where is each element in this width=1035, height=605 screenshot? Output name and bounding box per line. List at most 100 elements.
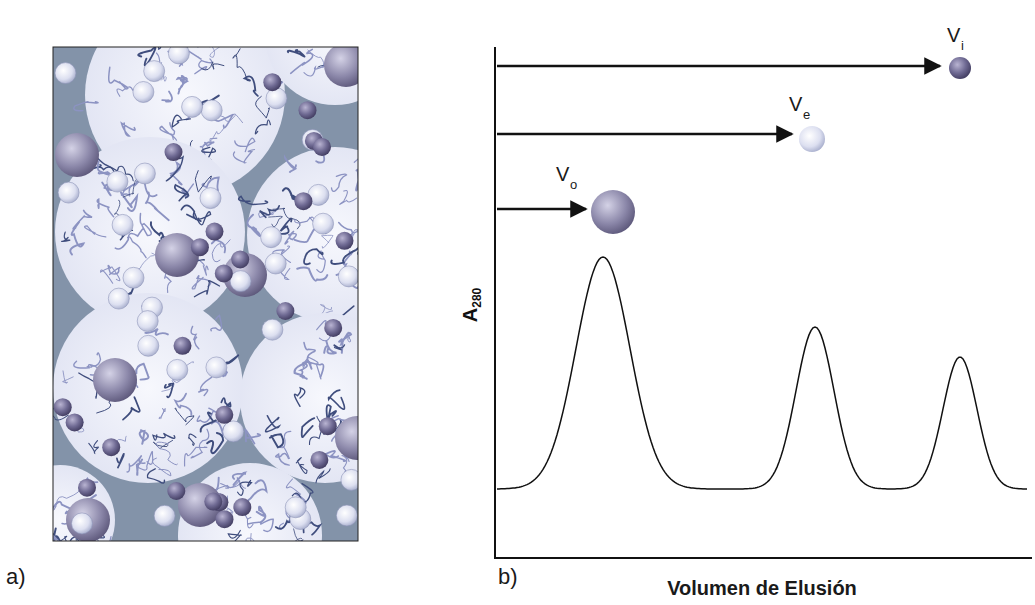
medium-molecule bbox=[167, 359, 188, 380]
bead-texture bbox=[295, 217, 315, 223]
volume-subscript: e bbox=[803, 108, 810, 121]
bead-texture bbox=[233, 49, 248, 80]
bead-texture bbox=[304, 249, 323, 264]
bead-texture bbox=[304, 343, 315, 364]
bead-texture bbox=[108, 265, 119, 274]
bead-texture bbox=[117, 454, 124, 468]
small-molecule bbox=[167, 482, 185, 500]
medium-molecule bbox=[341, 469, 358, 490]
small-molecule bbox=[294, 192, 312, 210]
bead-texture bbox=[146, 192, 169, 220]
large-molecule bbox=[155, 233, 199, 277]
bead-texture bbox=[98, 161, 111, 175]
large-molecule bbox=[55, 133, 99, 177]
volume-symbol: V bbox=[556, 164, 569, 184]
medium-molecule bbox=[72, 513, 93, 534]
medium-molecule bbox=[108, 288, 129, 309]
medium-molecule bbox=[285, 497, 306, 518]
medium-molecule bbox=[313, 213, 334, 234]
large-molecule bbox=[591, 190, 635, 234]
bead-texture bbox=[297, 268, 327, 281]
x-axis bbox=[494, 557, 1032, 559]
medium-molecule bbox=[261, 227, 282, 248]
small-molecule bbox=[215, 264, 233, 282]
bead-texture bbox=[140, 430, 148, 444]
arrow-vi bbox=[497, 65, 940, 68]
medium-molecule bbox=[336, 505, 357, 526]
medium-molecule bbox=[799, 126, 825, 152]
bead-texture bbox=[159, 408, 165, 419]
bead-texture bbox=[73, 210, 92, 229]
bead-texture bbox=[283, 188, 297, 200]
medium-molecule bbox=[134, 163, 155, 184]
panel-label: a) bbox=[6, 566, 26, 588]
medium-molecule bbox=[154, 505, 175, 526]
medium-molecule bbox=[206, 357, 227, 378]
bead-texture bbox=[128, 237, 146, 258]
bead-texture bbox=[198, 377, 211, 395]
bead-texture bbox=[322, 235, 334, 248]
bead-texture bbox=[85, 226, 106, 237]
bead-texture bbox=[153, 433, 175, 440]
bead-texture bbox=[156, 442, 177, 465]
bead-texture bbox=[194, 281, 219, 297]
bead-texture bbox=[233, 150, 254, 163]
bead-texture bbox=[175, 394, 191, 416]
medium-molecule bbox=[230, 271, 251, 292]
bead-texture bbox=[238, 480, 252, 495]
arrow-vo bbox=[497, 208, 586, 211]
small-molecule bbox=[233, 498, 251, 516]
bead-texture bbox=[123, 397, 140, 419]
large-molecule bbox=[324, 47, 358, 87]
volume-symbol: V bbox=[789, 94, 802, 114]
bead-texture bbox=[189, 434, 196, 445]
bead-texture bbox=[328, 390, 344, 409]
gel-bead bbox=[178, 463, 322, 541]
medium-molecule bbox=[138, 335, 159, 356]
bead-texture bbox=[285, 157, 296, 172]
medium-molecule bbox=[58, 182, 79, 203]
small-molecule bbox=[165, 143, 183, 161]
bead-texture bbox=[239, 196, 268, 204]
small-molecule bbox=[54, 398, 72, 416]
bead-texture bbox=[97, 199, 113, 217]
bead-texture bbox=[202, 47, 224, 57]
bead-texture bbox=[245, 430, 260, 444]
medium-molecule bbox=[338, 266, 358, 287]
small-molecule bbox=[263, 73, 281, 91]
bead-texture bbox=[332, 174, 347, 191]
bead-texture bbox=[195, 59, 212, 74]
small-molecule bbox=[310, 451, 328, 469]
bead-texture bbox=[70, 222, 83, 254]
large-molecule bbox=[335, 416, 358, 460]
medium-molecule bbox=[144, 61, 165, 82]
bead-texture bbox=[296, 458, 307, 474]
bead-texture bbox=[165, 384, 173, 398]
bead-texture bbox=[203, 142, 214, 146]
medium-molecule bbox=[200, 188, 221, 209]
small-molecule bbox=[215, 406, 233, 424]
medium-molecule bbox=[223, 421, 244, 442]
small-molecule bbox=[174, 337, 192, 355]
medium-molecule bbox=[201, 100, 222, 121]
y-axis-label: A280 bbox=[460, 288, 480, 322]
bead-texture bbox=[286, 479, 300, 495]
bead-texture bbox=[202, 62, 224, 70]
small-molecule bbox=[206, 223, 224, 241]
x-axis-label: Volumen de Elusión bbox=[667, 578, 857, 598]
bead-texture bbox=[266, 416, 280, 432]
gel-bead bbox=[53, 465, 115, 541]
molecules bbox=[54, 47, 358, 541]
small-molecule bbox=[319, 417, 337, 435]
bead-texture bbox=[210, 127, 225, 142]
bead-texture bbox=[269, 216, 283, 227]
bead-texture bbox=[289, 529, 303, 541]
bead-texture bbox=[212, 240, 230, 262]
small-molecule bbox=[949, 57, 971, 79]
arrow-ve bbox=[497, 133, 792, 136]
bead-texture bbox=[288, 50, 305, 57]
small-molecule bbox=[216, 510, 234, 528]
panel-border bbox=[53, 47, 358, 541]
